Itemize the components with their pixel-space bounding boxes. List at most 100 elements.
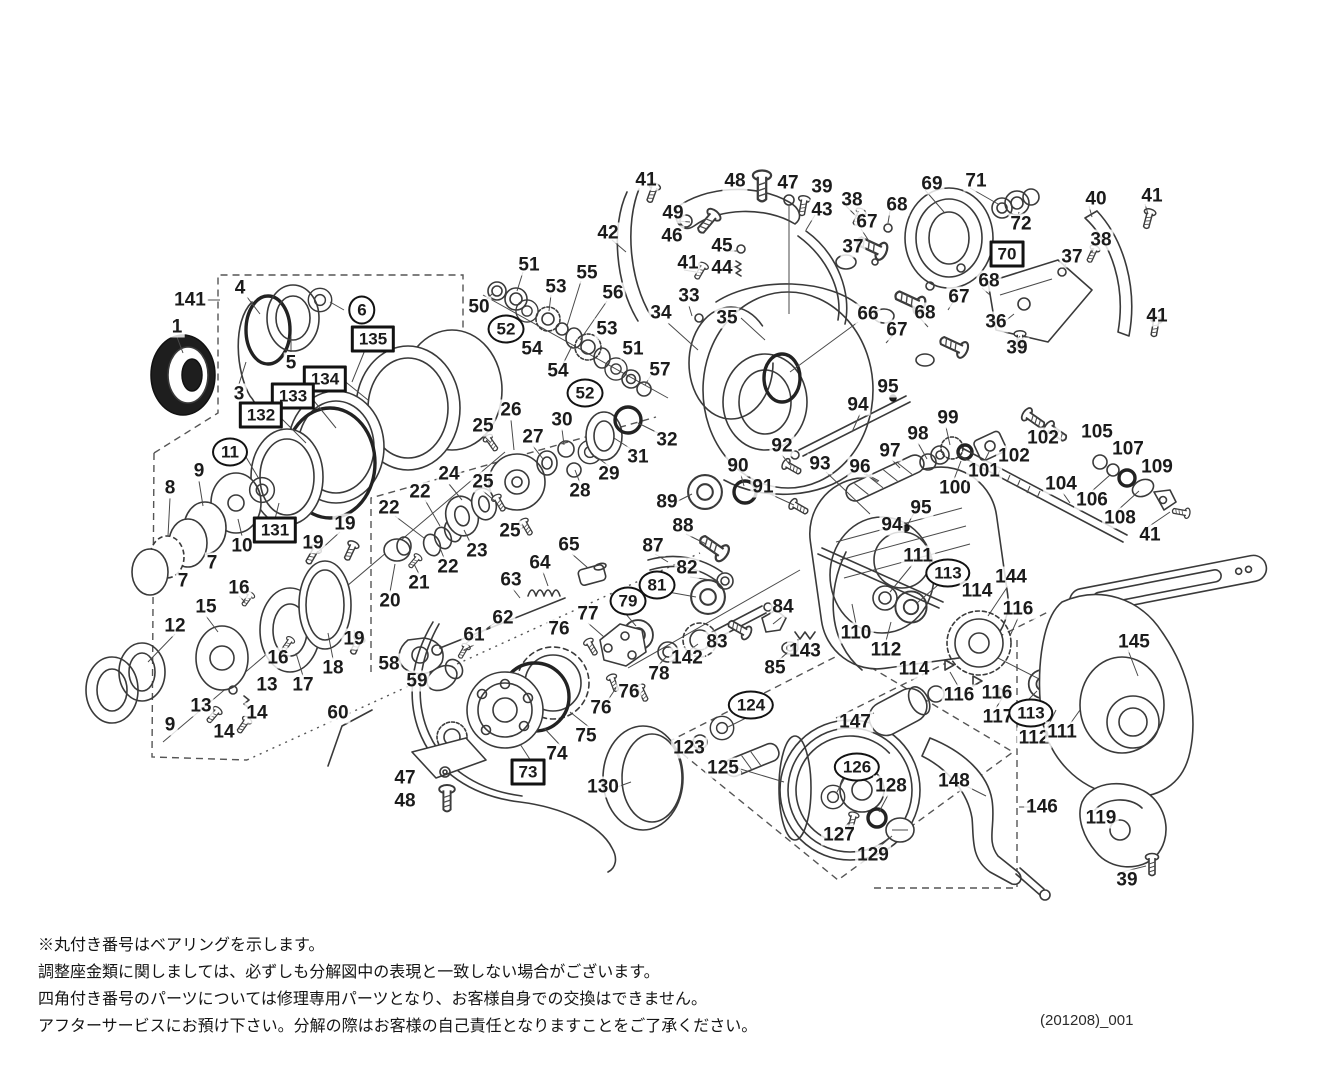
part-label-105: 105 <box>1079 421 1115 443</box>
part-label-39: 39 <box>1114 869 1140 891</box>
part-label-108: 108 <box>1102 507 1138 529</box>
part-label-102: 102 <box>996 445 1032 467</box>
part-label-48: 48 <box>392 790 418 812</box>
part-label-34: 34 <box>648 302 674 324</box>
part-label-13: 13 <box>188 695 214 717</box>
part-label-94: 94 <box>845 394 871 416</box>
part-label-16: 16 <box>265 647 291 669</box>
part-label-35: 35 <box>714 307 740 329</box>
part-label-4: 4 <box>232 277 248 299</box>
part-label-111: 111 <box>901 545 935 567</box>
part-label-71: 71 <box>963 170 989 192</box>
part-label-12: 12 <box>162 615 188 637</box>
part-label-76: 76 <box>616 681 642 703</box>
part-label-76: 76 <box>546 618 572 640</box>
part-label-43: 43 <box>809 199 835 221</box>
part-label-22: 22 <box>435 556 461 578</box>
part-label-27: 27 <box>520 426 546 448</box>
part-label-83: 83 <box>704 631 730 653</box>
part-label-58: 58 <box>376 653 402 675</box>
part-label-13: 13 <box>254 674 280 696</box>
part-label-37: 37 <box>1059 246 1085 268</box>
part-label-25: 25 <box>497 520 523 542</box>
footnote-line-1: ※丸付き番号はベアリングを示します。 <box>38 937 325 954</box>
part-label-39: 39 <box>1004 337 1030 359</box>
part-label-15: 15 <box>193 596 219 618</box>
part-label-25: 25 <box>470 415 496 437</box>
part-label-85: 85 <box>762 657 788 679</box>
part-label-119: 119 <box>1083 807 1119 829</box>
part-label-9: 9 <box>191 460 207 482</box>
part-label-82: 82 <box>674 557 700 579</box>
part-label-20: 20 <box>377 590 403 612</box>
part-label-133: 133 <box>270 382 316 410</box>
part-label-134: 134 <box>302 365 348 393</box>
part-label-41: 41 <box>1144 305 1170 327</box>
part-label-74: 74 <box>544 743 570 765</box>
part-label-109: 109 <box>1139 456 1175 478</box>
part-label-6: 6 <box>348 295 376 325</box>
footnote-line-4: アフターサービスにお預け下さい。分解の際はお客様の自己責任となりますことをご了承… <box>38 1018 758 1035</box>
part-label-87: 87 <box>640 535 666 557</box>
part-label-19: 19 <box>300 532 326 554</box>
part-label-116: 116 <box>1000 598 1036 620</box>
part-label-47: 47 <box>392 767 418 789</box>
part-label-107: 107 <box>1110 438 1146 460</box>
part-label-69: 69 <box>919 173 945 195</box>
part-label-117: 117 <box>980 706 1016 728</box>
part-label-114: 114 <box>959 580 995 602</box>
part-label-42: 42 <box>595 222 621 244</box>
part-label-72: 72 <box>1008 213 1034 235</box>
part-label-45: 45 <box>709 235 735 257</box>
part-label-60: 60 <box>325 702 351 724</box>
part-label-7: 7 <box>175 570 191 592</box>
part-label-41: 41 <box>1137 524 1163 546</box>
part-label-24: 24 <box>436 463 462 485</box>
part-label-114: 114 <box>896 658 932 680</box>
part-label-144: 144 <box>993 566 1029 588</box>
part-label-67: 67 <box>946 286 972 308</box>
part-label-141: 141 <box>172 289 208 311</box>
part-label-123: 123 <box>671 737 707 759</box>
part-label-9: 9 <box>162 714 178 736</box>
part-label-5: 5 <box>283 352 299 374</box>
part-label-16: 16 <box>226 577 252 599</box>
footnote-line-2: 調整座金類に関しましては、必ずしも分解図中の表現と一致しない場合がございます。 <box>38 964 660 981</box>
part-label-73: 73 <box>510 758 546 786</box>
part-label-53: 53 <box>543 276 569 298</box>
part-label-92: 92 <box>769 435 795 457</box>
part-label-67: 67 <box>884 319 910 341</box>
part-label-70: 70 <box>989 240 1025 268</box>
part-label-55: 55 <box>574 262 600 284</box>
part-label-41: 41 <box>1139 185 1165 207</box>
part-label-17: 17 <box>290 674 316 696</box>
part-label-23: 23 <box>464 540 490 562</box>
part-label-51: 51 <box>620 338 646 360</box>
part-label-95: 95 <box>908 497 934 519</box>
part-label-28: 28 <box>567 480 593 502</box>
part-label-8: 8 <box>162 477 178 499</box>
part-label-19: 19 <box>341 628 367 650</box>
part-label-146: 146 <box>1024 796 1060 818</box>
part-label-54: 54 <box>519 338 545 360</box>
part-label-46: 46 <box>659 225 685 247</box>
footnote-line-3: 四角付き番号のパーツについては修理専用パーツとなり、お客様自身での交換はできませ… <box>38 991 707 1008</box>
part-label-79: 79 <box>609 586 647 616</box>
part-label-63: 63 <box>498 569 524 591</box>
part-label-3: 3 <box>231 383 247 405</box>
part-label-68: 68 <box>884 194 910 216</box>
part-label-95: 95 <box>875 376 901 398</box>
part-label-106: 106 <box>1074 489 1110 511</box>
part-label-68: 68 <box>976 270 1002 292</box>
part-label-26: 26 <box>498 399 524 421</box>
part-label-39: 39 <box>809 176 835 198</box>
part-label-36: 36 <box>983 311 1009 333</box>
part-label-126: 126 <box>833 752 881 782</box>
part-label-91: 91 <box>750 476 776 498</box>
part-label-112: 112 <box>868 639 904 661</box>
part-label-112: 112 <box>1016 727 1052 749</box>
part-label-19: 19 <box>332 513 358 535</box>
part-label-14: 14 <box>211 721 237 743</box>
part-label-41: 41 <box>633 169 659 191</box>
